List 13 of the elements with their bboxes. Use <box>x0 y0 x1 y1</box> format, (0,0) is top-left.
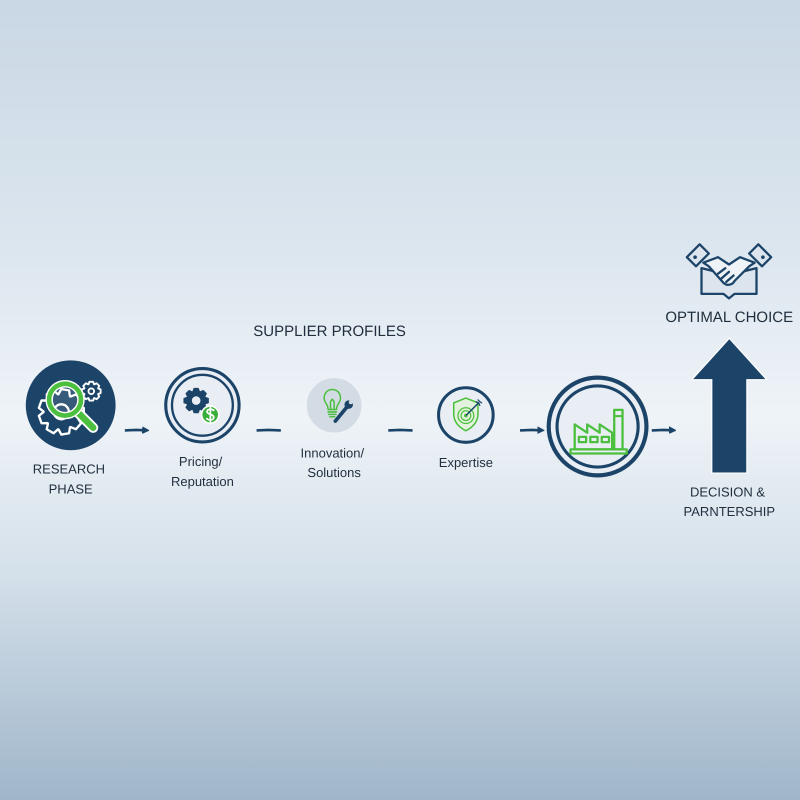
connector <box>256 428 281 432</box>
connector <box>388 428 413 432</box>
caption-label: OPTIMAL CHOICE <box>665 308 794 326</box>
section-heading: SUPPLIER PROFILES <box>253 323 406 340</box>
node-label: Expertise <box>438 456 493 471</box>
arrow <box>124 426 150 434</box>
node-label: DECISION & PARNTERSHIP <box>684 485 776 520</box>
node-circle <box>544 374 652 479</box>
arrow <box>520 426 545 434</box>
node-label: RESEARCH PHASE <box>32 462 105 497</box>
arrow <box>652 426 676 434</box>
node-label: Pricing/ Reputation <box>170 454 234 489</box>
node-label: Innovation/ Solutions <box>300 446 364 480</box>
